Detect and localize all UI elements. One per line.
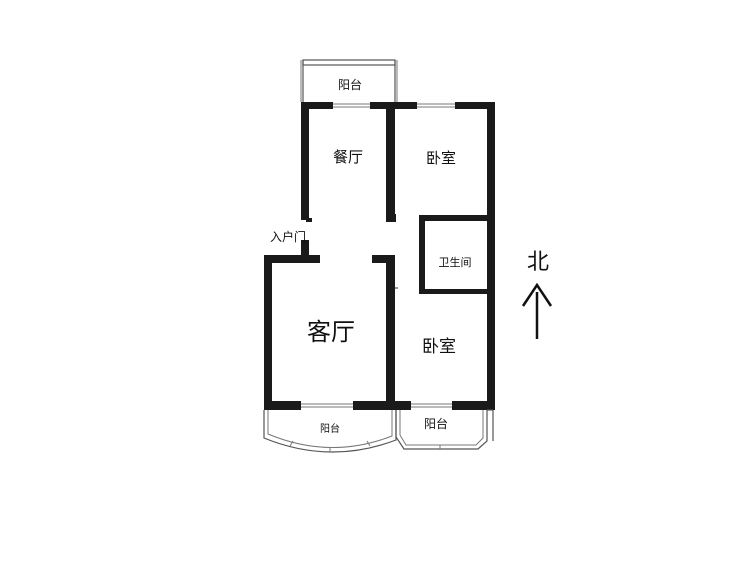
- walls: [264, 102, 495, 410]
- label-bedroom-south: 卧室: [422, 337, 456, 357]
- label-dining-room: 餐厅: [333, 148, 363, 166]
- compass: 北: [521, 250, 553, 339]
- southeast-balcony-outline: [395, 409, 494, 450]
- label-balcony-southwest: 阳台: [320, 422, 340, 435]
- label-balcony-north: 阳台: [338, 77, 362, 92]
- label-entrance-door: 入户门: [270, 229, 306, 244]
- north-balcony-outline: [300, 59, 398, 102]
- compass-north-label: 北: [527, 250, 549, 275]
- windows: [301, 103, 455, 408]
- southwest-balcony-outline: [263, 410, 397, 453]
- label-balcony-southeast: 阳台: [424, 416, 448, 431]
- label-living-room: 客厅: [307, 318, 355, 346]
- label-bedroom-north: 卧室: [426, 149, 456, 167]
- north-arrow-icon: [521, 282, 553, 339]
- label-bathroom: 卫生间: [439, 255, 472, 269]
- entrance-details: [306, 214, 398, 289]
